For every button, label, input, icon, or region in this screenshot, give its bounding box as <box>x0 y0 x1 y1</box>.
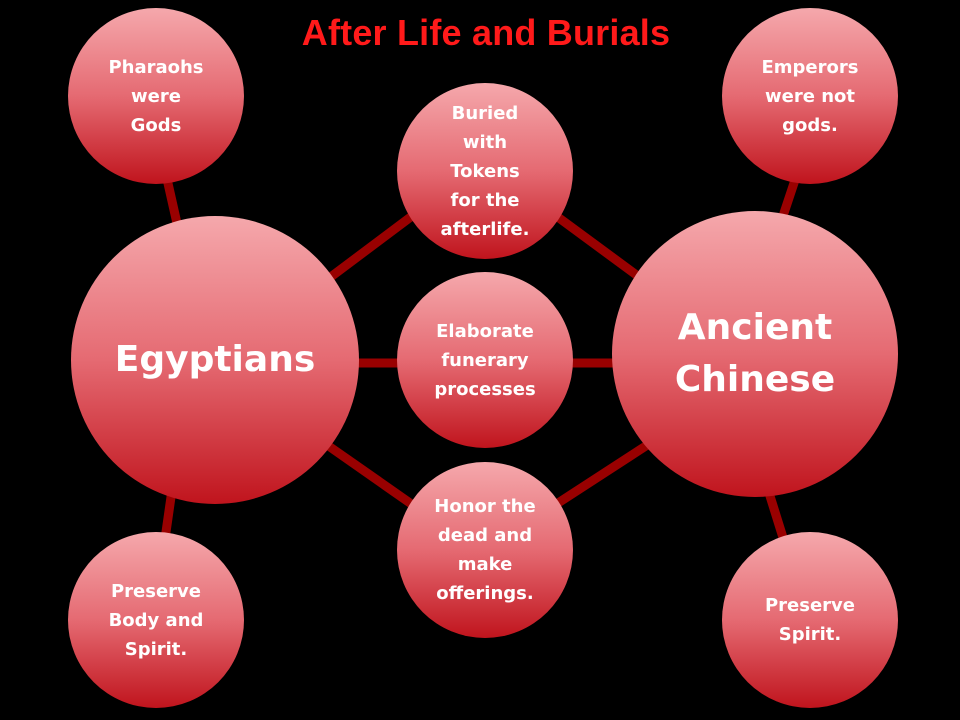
connector-chinese-buried <box>552 211 653 289</box>
node-buried-tokens-label: Buried with Tokens for the afterlife. <box>440 102 530 240</box>
connector-egyptians-buried <box>317 206 423 289</box>
connector-egyptians-honor <box>317 436 423 514</box>
node-egyptians: Egyptians <box>71 216 359 504</box>
node-preserve-body-spirit-label: Preserve Body and Spirit. <box>108 580 204 660</box>
node-ancient-chinese: Ancient Chinese <box>612 211 898 497</box>
node-elaborate-funerary: Elaborate funerary processes <box>397 272 573 448</box>
node-emperors: Emperors were not gods. <box>722 8 898 184</box>
node-buried-tokens: Buried with Tokens for the afterlife. <box>397 83 573 259</box>
node-preserve-spirit-label: Preserve Spirit. <box>764 595 856 645</box>
node-ancient-chinese-label: Ancient Chinese <box>674 307 836 400</box>
node-honor-dead: Honor the dead and make offerings. <box>397 462 573 638</box>
node-pharaohs-label: Pharaohs were Gods <box>108 56 204 136</box>
node-egyptians-label: Egyptians <box>114 339 316 380</box>
node-preserve-body-spirit: Preserve Body and Spirit. <box>68 532 244 708</box>
node-pharaohs: Pharaohs were Gods <box>68 8 244 184</box>
node-honor-dead-label: Honor the dead and make offerings. <box>434 496 536 604</box>
connector-chinese-honor <box>552 436 658 509</box>
node-preserve-spirit: Preserve Spirit. <box>722 532 898 708</box>
diagram-title: After Life and Burials <box>301 12 671 53</box>
node-emperors-label: Emperors were not gods. <box>761 56 859 136</box>
node-elaborate-funerary-label: Elaborate funerary processes <box>434 320 536 400</box>
